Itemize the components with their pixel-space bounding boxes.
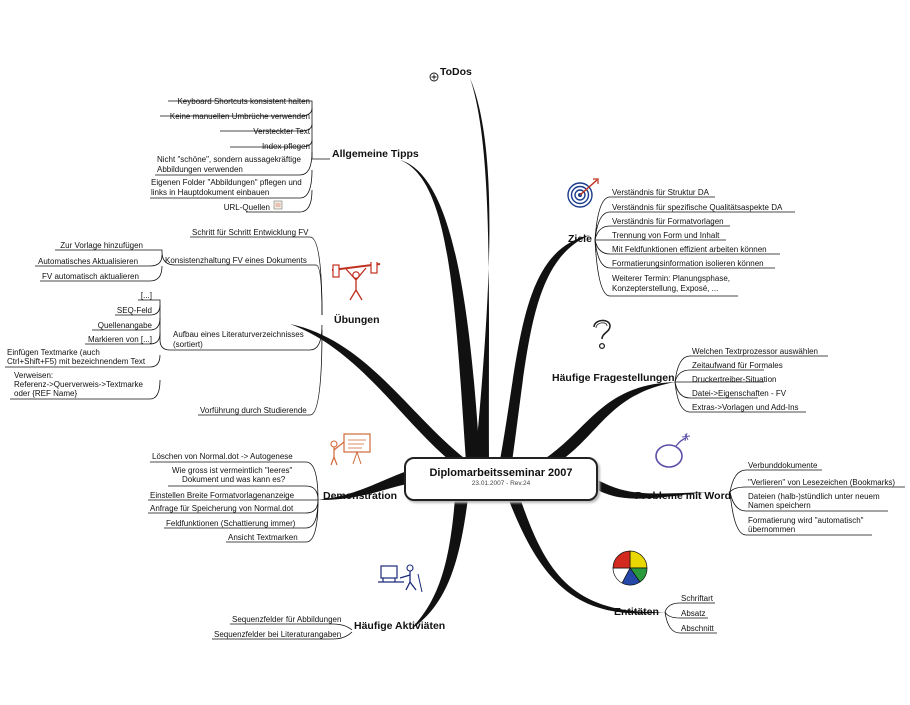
list-item[interactable]: Verständnis für Struktur DA	[612, 188, 709, 197]
list-item[interactable]: Vorführung durch Studierende	[200, 406, 307, 415]
list-item[interactable]: Konzepterstellung, Exposé, ...	[612, 284, 719, 293]
list-item[interactable]: "Verlieren" von Lesezeichen (Bookmarks)	[748, 478, 896, 487]
list-item[interactable]: Einstellen Breite Formatvorlagenanzeige	[150, 491, 295, 500]
list-item[interactable]: Keine manuellen Umbrüche verwenden	[169, 112, 310, 121]
topic-haeufige-aktivitaeten[interactable]: Häufige Aktiviäten	[354, 620, 446, 632]
list-item[interactable]: Druckertreiber-Situation	[692, 375, 777, 384]
branch-ziele	[500, 235, 590, 462]
branch-todos	[470, 78, 490, 462]
list-item[interactable]: übernommen	[748, 525, 796, 534]
topic-entitaeten[interactable]: Entitäten	[614, 606, 659, 618]
list-item[interactable]: Verständnis für spezifische Qualitätsasp…	[612, 203, 783, 212]
list-item[interactable]: Abschnitt	[681, 624, 714, 633]
list-item[interactable]: Verweisen:	[14, 371, 54, 380]
topic-demonstration[interactable]: Demonstration	[323, 490, 398, 502]
list-item[interactable]: Versteckter Text	[253, 127, 310, 136]
topic-haeufige-fragestellungen[interactable]: Häufige Fragestellungen	[552, 372, 675, 384]
list-item[interactable]: Aufbau eines Literaturverzeichnisses	[173, 330, 304, 339]
central-topic-subtitle: 23.01.2007 - Rev.24	[471, 480, 531, 487]
list-item[interactable]: Markieren von [...]	[87, 335, 152, 344]
list-item[interactable]: Trennung von Form und Inhalt	[612, 231, 720, 240]
list-item[interactable]: Ctrl+Shift+F5) mit bezeichnendem Text	[7, 357, 146, 366]
presenter-icon	[330, 433, 371, 466]
list-item[interactable]: oder {REF Name}	[14, 389, 78, 398]
branch-fragen	[540, 382, 675, 468]
list-item[interactable]: Konsistenzhaltung FV eines Dokuments	[165, 256, 307, 265]
topic-ziele[interactable]: Ziele	[568, 233, 592, 245]
branch-probleme	[594, 478, 706, 499]
central-topic[interactable]: Diplomarbeitsseminar 2007 23.01.2007 - R…	[404, 457, 598, 501]
list-item[interactable]: SEQ-Feld	[116, 306, 152, 315]
list-item[interactable]: Absatz	[681, 609, 706, 618]
list-item[interactable]: Index pflegen	[261, 142, 310, 151]
list-item[interactable]: Verbunddokumente	[748, 461, 818, 470]
list-item[interactable]: Quellenangabe	[97, 321, 152, 330]
list-item[interactable]: Anfrage für Speicherung von Normal.dot	[150, 504, 294, 513]
list-item[interactable]: Weiterer Termin: Planungsphase,	[612, 274, 730, 283]
list-item[interactable]: Schritt für Schritt Entwicklung FV	[192, 228, 309, 237]
topic-allgemeine-tipps[interactable]: Allgemeine Tipps	[332, 148, 419, 160]
list-item[interactable]: Referenz->Querverweis->Textmarke	[14, 380, 143, 389]
list-item[interactable]: FV automatisch aktualieren	[42, 272, 139, 281]
computer-user-icon	[378, 564, 423, 593]
list-item[interactable]: Ansicht Textmarken	[228, 533, 298, 542]
list-item[interactable]: Schriftart	[681, 594, 714, 603]
branch-demo	[318, 470, 412, 500]
list-item[interactable]: Mit Feldfunktionen effizient arbeiten kö…	[612, 245, 767, 254]
list-item[interactable]: Formatierungsinformation isolieren könne…	[612, 259, 764, 268]
list-item[interactable]: Zur Vorlage hinzufügen	[60, 241, 143, 250]
list-item[interactable]: Nicht "schöne", sondern aussagekräftige	[157, 155, 301, 164]
branch-uebungen	[290, 324, 464, 465]
list-item[interactable]: Abbildungen verwenden	[157, 165, 243, 174]
list-item[interactable]: Formatierung wird "automatisch"	[748, 516, 864, 525]
topic-probleme-mit-word[interactable]: Probleme mit Word	[635, 490, 732, 502]
list-item[interactable]: Datei->Eigenschaften - FV	[692, 389, 787, 398]
list-item[interactable]: Löschen von Normal.dot -> Autogenese	[152, 452, 293, 461]
list-item[interactable]: (sortiert)	[173, 340, 203, 349]
topic-todos[interactable]: ToDos	[440, 66, 472, 78]
list-item[interactable]: Automatisches Aktualisieren	[38, 257, 139, 266]
list-item[interactable]: Dateien (halb-)stündlich unter neuem	[748, 492, 880, 501]
list-item[interactable]: Eigenen Folder "Abbildungen" pflegen und	[151, 178, 302, 187]
list-item[interactable]: links in Hauptdokument einbauen	[151, 188, 270, 197]
list-item[interactable]: Keyboard Shortcuts konsistent halten	[177, 97, 310, 106]
list-item[interactable]: Sequenzfelder für Abbildungen	[232, 615, 342, 624]
list-item[interactable]: Einfügen Textmarke (auch	[7, 348, 100, 357]
question-mark-icon	[593, 319, 611, 350]
list-item[interactable]: Extras->Vorlagen und Add-Ins	[692, 403, 799, 412]
target-icon	[567, 178, 599, 208]
branch-entitaeten	[508, 498, 665, 614]
list-item[interactable]: Welchen Textrprozessor auswählen	[692, 347, 818, 356]
note-icon	[273, 200, 283, 210]
list-item[interactable]: Dokument und was kann es?	[182, 475, 286, 484]
plus-circle-icon[interactable]	[429, 72, 439, 82]
central-topic-title: Diplomarbeitsseminar 2007	[429, 467, 573, 479]
branch-tipps	[400, 160, 480, 462]
list-item[interactable]: Verständnis für Formatvorlagen	[612, 217, 724, 226]
list-item[interactable]: Feldfunktionen (Schattierung immer)	[166, 519, 296, 528]
bomb-icon	[655, 432, 691, 468]
list-item[interactable]: Namen speichern	[748, 501, 811, 510]
topic-uebungen[interactable]: Übungen	[334, 314, 380, 326]
list-item[interactable]: URL-Quellen	[223, 203, 270, 212]
list-item[interactable]: Zeitaufwand für Formales	[692, 361, 783, 370]
list-item[interactable]: Sequenzfelder bei Literaturangaben	[214, 630, 342, 639]
weightlifter-icon	[331, 262, 381, 301]
branch-aktiv	[410, 498, 468, 630]
list-item[interactable]: [...]	[140, 291, 152, 300]
pie-chart-icon	[612, 550, 648, 586]
list-item[interactable]: Wie gross ist vermeintlich "leeres"	[172, 466, 293, 475]
